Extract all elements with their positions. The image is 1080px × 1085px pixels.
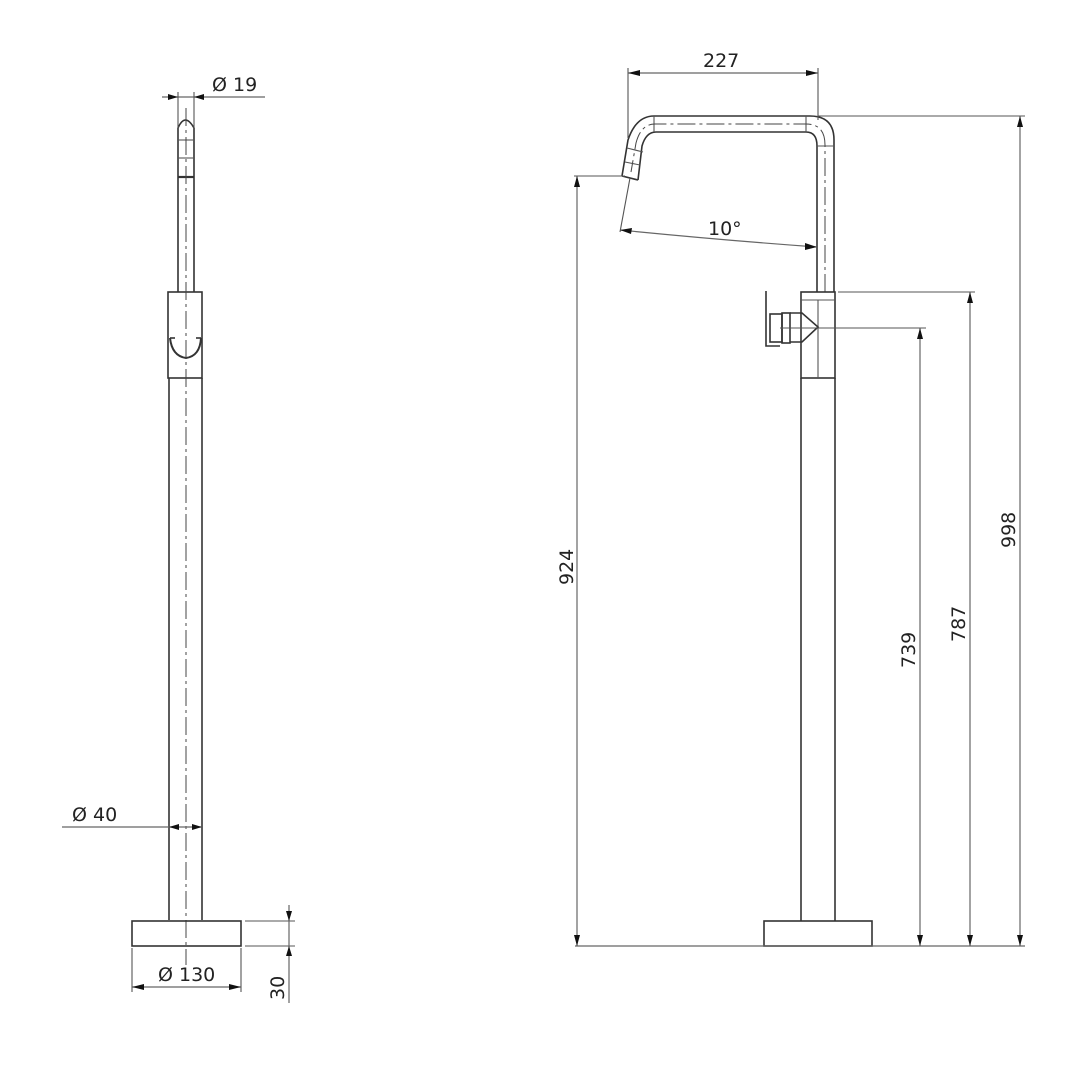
dim-spout-angle: 10° — [619, 177, 818, 250]
side-body-column — [168, 378, 203, 920]
dim-body-diameter: Ø 40 — [62, 804, 202, 830]
dim-body-top-height: 787 — [838, 291, 975, 946]
front-spout — [621, 115, 835, 292]
dim-spout-diameter: Ø 19 — [162, 74, 265, 128]
dim-label-body-diameter: Ø 40 — [72, 804, 117, 826]
dim-label-spout-diameter: Ø 19 — [212, 74, 257, 96]
side-body-upper — [167, 291, 203, 379]
dim-label-base-height: 30 — [267, 976, 289, 1000]
dim-label-outlet-height: 924 — [556, 549, 578, 585]
dim-label-base-diameter: Ø 130 — [158, 964, 215, 986]
dim-spout-reach: 227 — [627, 50, 819, 138]
dim-label-overall-height: 998 — [998, 512, 1020, 548]
side-view: Ø 19 Ø 40 Ø 130 30 — [62, 74, 295, 1003]
dim-label-spout-reach: 227 — [703, 50, 739, 72]
front-body-column — [800, 378, 836, 921]
front-view: 227 10° 924 739 — [556, 50, 1025, 947]
front-base — [763, 920, 873, 947]
dim-base-diameter: Ø 130 — [131, 948, 242, 992]
dim-label-spout-angle: 10° — [708, 218, 742, 240]
front-body-upper — [800, 291, 836, 379]
side-base — [131, 920, 242, 947]
front-lever — [765, 291, 820, 347]
dim-label-body-top-height: 787 — [948, 606, 970, 642]
dim-lever-height: 739 — [818, 327, 926, 946]
dim-overall-height: 998 — [818, 115, 1025, 946]
dim-label-lever-height: 739 — [898, 632, 920, 668]
dim-base-height: 30 — [245, 905, 295, 1003]
dim-outlet-height: 924 — [556, 175, 625, 946]
